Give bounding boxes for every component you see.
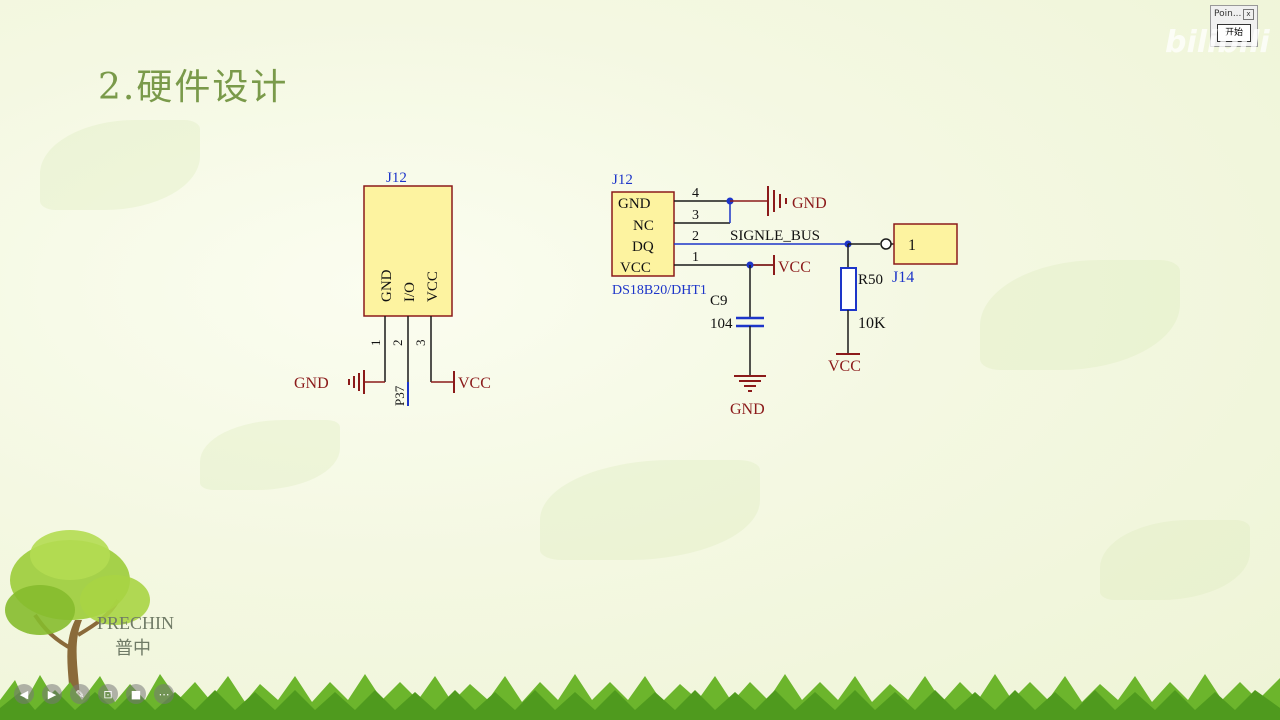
schematic-left: J12 GND I/O VCC 1 2 3 GND P37 VCC — [294, 170, 491, 406]
left-pin-gnd: GND — [379, 269, 395, 302]
pointer-window-title: Poin... — [1214, 9, 1242, 19]
right-component-body — [611, 191, 675, 277]
brand-name: PRECHIN — [97, 613, 175, 633]
slide-title: 2.硬件设计 — [98, 67, 289, 108]
left-vcc-label: VCC — [458, 375, 491, 392]
slideshow-toolbar: ◀ ▶ ✎ ⊡ ■ ⋯ — [14, 684, 174, 704]
left-net-label: P37 — [392, 385, 407, 406]
brand-logo: PRECHIN 普中 — [97, 610, 174, 662]
right-pin-nc: NC — [633, 218, 654, 234]
pen-icon[interactable]: ✎ — [70, 684, 90, 704]
right-pin-number-3: 3 — [692, 208, 699, 223]
right-conn-ref: J14 — [892, 269, 914, 286]
background-leaf — [540, 460, 760, 560]
prev-icon[interactable]: ◀ — [14, 684, 34, 704]
pointer-window: Poin... x 开始 — [1210, 5, 1258, 47]
close-icon[interactable]: x — [1243, 9, 1254, 20]
right-part-name: DS18B20/DHT1 — [612, 283, 707, 298]
background-leaf — [40, 120, 200, 210]
background-leaf — [1100, 520, 1250, 600]
left-component-body — [363, 185, 453, 317]
left-gnd-label: GND — [294, 375, 329, 392]
left-ref: J12 — [386, 170, 407, 186]
left-pin-io: I/O — [402, 282, 418, 302]
brand-name-cn: 普中 — [115, 638, 151, 659]
right-res-ref: R50 — [858, 272, 883, 288]
right-connector-j14 — [893, 223, 958, 265]
background-leaf — [980, 260, 1180, 370]
left-pin-vcc: VCC — [425, 271, 441, 302]
right-cap-ref: C9 — [710, 293, 728, 309]
right-resistor-r50 — [840, 267, 857, 311]
focus-icon[interactable]: ⊡ — [98, 684, 118, 704]
right-pin-dq: DQ — [632, 239, 654, 255]
right-pin-number-4: 4 — [692, 186, 699, 201]
grass-decoration — [0, 674, 1280, 720]
next-icon[interactable]: ▶ — [42, 684, 62, 704]
right-cap-value: 104 — [710, 316, 733, 332]
right-pin-gnd: GND — [618, 196, 651, 212]
left-pin-number-2: 2 — [390, 340, 405, 347]
camera-icon[interactable]: ■ — [126, 684, 146, 704]
right-res-value: 10K — [858, 315, 886, 332]
right-vcc-label: VCC — [778, 259, 811, 276]
right-res-vcc-label: VCC — [828, 358, 861, 375]
schematic-right: J12 GND NC DQ VCC DS18B20/DHT1 4 3 2 1 G… — [611, 172, 958, 418]
right-pin-number-1: 1 — [692, 250, 699, 265]
right-pin-vcc: VCC — [620, 260, 651, 276]
watermark-logo: bilibili — [1165, 25, 1270, 60]
start-button[interactable]: 开始 — [1217, 24, 1251, 42]
right-pin-number-2: 2 — [692, 229, 699, 244]
right-ref: J12 — [612, 172, 633, 188]
more-icon[interactable]: ⋯ — [154, 684, 174, 704]
left-pin-number-1: 1 — [368, 340, 383, 347]
right-bus-label: SIGNLE_BUS — [730, 228, 820, 244]
right-gnd-label: GND — [792, 195, 827, 212]
right-cap-gnd-label: GND — [730, 401, 765, 418]
right-conn-pin: 1 — [908, 237, 916, 254]
background-leaf — [200, 420, 340, 490]
left-pin-number-3: 3 — [413, 340, 428, 347]
